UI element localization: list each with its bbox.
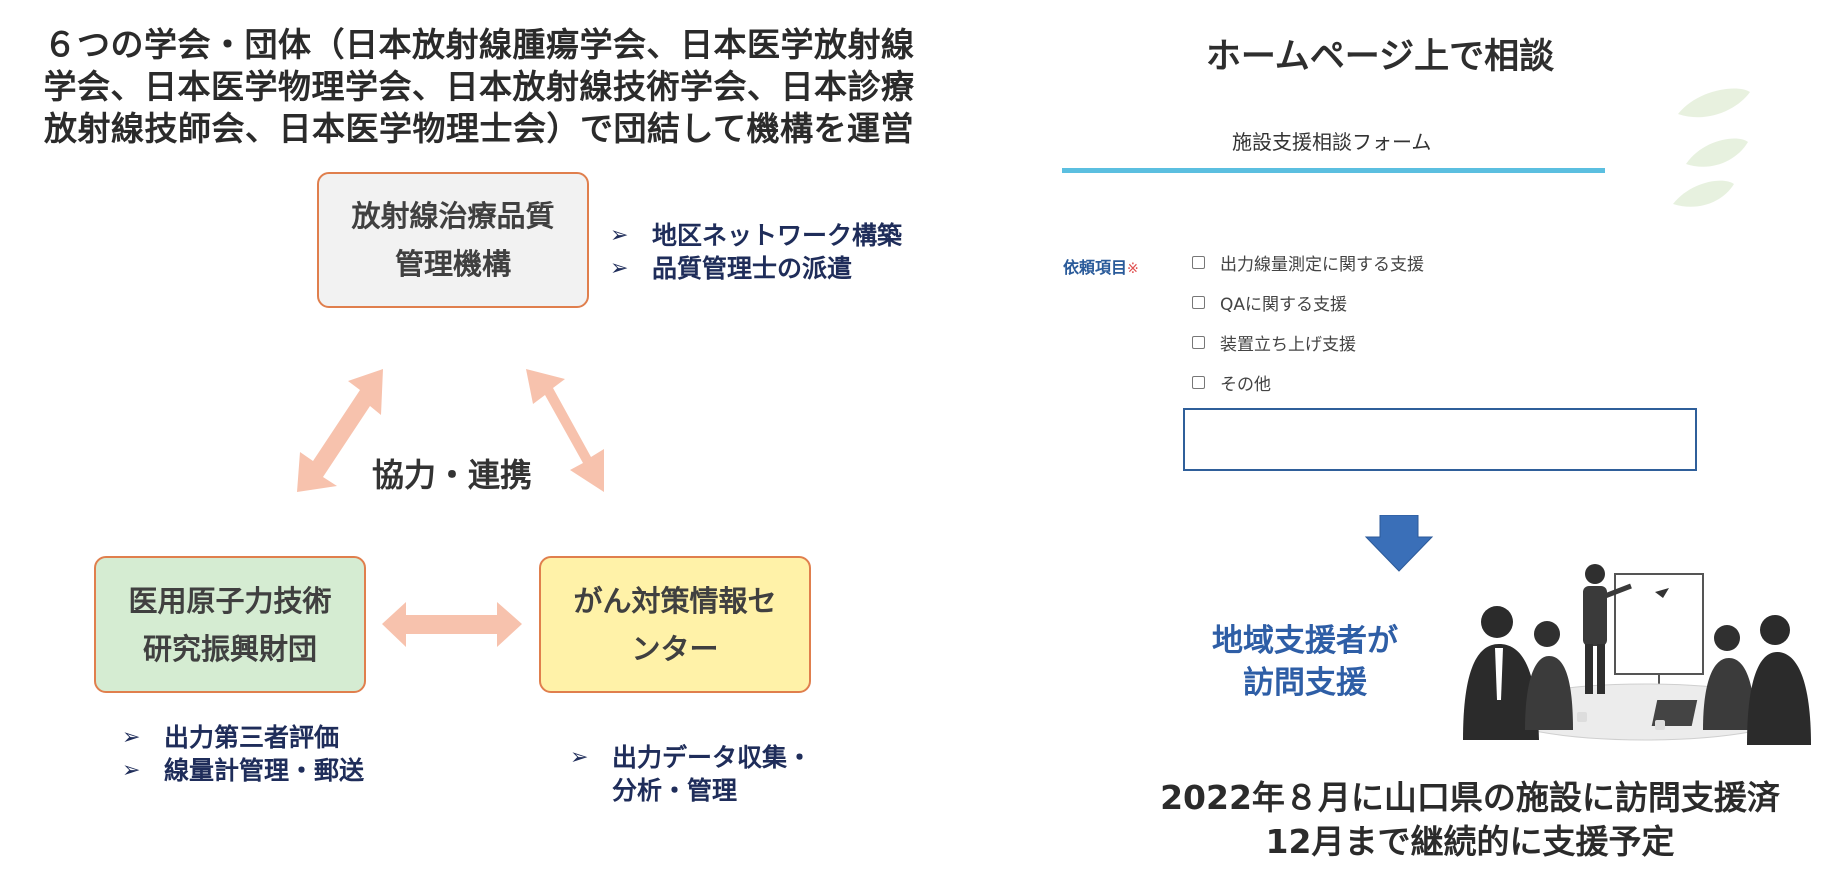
- org-name-line-1: がん対策情報セ: [573, 583, 777, 618]
- bullet-arrow-icon: ➢: [610, 256, 629, 281]
- visit-status-text: 2022年８月に山口県の施設に訪問支援済 12月まで継続的に支援予定: [1130, 776, 1810, 864]
- whiteboard-shape: [1614, 573, 1704, 675]
- request-items-label: 依頼項目※: [1063, 254, 1139, 278]
- role-text: 品質管理士の派遣: [652, 254, 853, 283]
- consult-title: ホームページ上で相談: [1205, 37, 1555, 77]
- option-label: QAに関する支援: [1220, 294, 1348, 315]
- role-text: 出力データ収集・: [612, 743, 813, 772]
- org-box-nuclear-foundation: 医用原子力技術 研究振興財団: [94, 556, 366, 693]
- role-text: 線量計管理・郵送: [164, 756, 365, 785]
- list-item: ➢ 出力第三者評価: [122, 721, 364, 754]
- role-text: 分析・管理: [612, 776, 738, 805]
- bullet-arrow-icon: ➢: [610, 223, 629, 248]
- checkbox[interactable]: [1192, 335, 1205, 349]
- headline: ６つの学会・団体（日本放射線腫瘍学会、日本医学放射線 学会、日本医学物理学会、日…: [14, 24, 944, 150]
- down-arrow-icon: [1364, 515, 1434, 572]
- bullet-arrow-icon: ➢: [570, 745, 589, 770]
- org-name-line-2: 管理機構: [394, 247, 511, 281]
- leaf-decoration: [1673, 88, 1750, 207]
- list-item: ➢ 地区ネットワーク構築: [610, 219, 902, 252]
- org-box-cancer-center: がん対策情報セ ンター: [539, 556, 811, 693]
- cancer-center-roles: ➢ 出力データ収集・ 分析・管理: [570, 741, 812, 807]
- role-text: 地区ネットワーク構築: [652, 221, 903, 250]
- option-device-setup[interactable]: 装置立ち上げ支援: [1192, 322, 1424, 362]
- status-line-1: 2022年８月に山口県の施設に訪問支援済: [1160, 778, 1780, 817]
- option-other[interactable]: その他: [1192, 362, 1424, 402]
- arrow-top-right-icon: [526, 369, 604, 492]
- option-label: その他: [1220, 374, 1271, 395]
- list-item: ➢ 品質管理士の派遣: [610, 252, 902, 285]
- nuclear-foundation-roles: ➢ 出力第三者評価 ➢ 線量計管理・郵送: [122, 721, 364, 787]
- status-line-2: 12月まで継続的に支援予定: [1265, 822, 1675, 861]
- list-item-continuation: 分析・管理: [570, 774, 812, 807]
- option-output-dose[interactable]: 出力線量測定に関する支援: [1192, 242, 1424, 282]
- request-options: 出力線量測定に関する支援 QAに関する支援 装置立ち上げ支援 その他: [1192, 242, 1424, 402]
- checkbox[interactable]: [1192, 295, 1205, 309]
- form-title-underline: [1062, 168, 1605, 173]
- checkbox[interactable]: [1192, 255, 1205, 269]
- org-name-line-1: 医用原子力技術: [128, 583, 332, 618]
- support-line-2: 訪問支援: [1243, 665, 1367, 701]
- field-label-text: 依頼項目: [1063, 258, 1128, 277]
- headline-line-2: 学会、日本医学物理学会、日本放射線技術学会、日本診療: [43, 67, 915, 106]
- org-name-line-2: ンター: [631, 631, 719, 666]
- org-name-line-2: 研究振興財団: [142, 631, 317, 666]
- org-box-qa-agency: 放射線治療品質 管理機構: [317, 172, 589, 308]
- arrow-horizontal-icon: [382, 602, 522, 647]
- qa-agency-roles: ➢ 地区ネットワーク構築 ➢ 品質管理士の派遣: [610, 219, 902, 285]
- arrow-top-left-icon: [297, 369, 383, 492]
- meeting-illustration: [1463, 564, 1811, 745]
- option-label: 出力線量測定に関する支援: [1220, 254, 1424, 275]
- org-name-line-1: 放射線治療品質: [351, 199, 555, 233]
- checkbox[interactable]: [1192, 375, 1205, 389]
- option-label: 装置立ち上げ支援: [1220, 334, 1356, 355]
- list-item: ➢ 線量計管理・郵送: [122, 754, 364, 787]
- other-text-input[interactable]: [1183, 408, 1697, 471]
- required-mark: ※: [1127, 261, 1139, 277]
- role-text: 出力第三者評価: [164, 723, 340, 752]
- list-item: ➢ 出力データ収集・: [570, 741, 812, 774]
- support-line-1: 地域支援者が: [1212, 623, 1398, 659]
- option-qa[interactable]: QAに関する支援: [1192, 282, 1424, 322]
- bullet-arrow-icon: ➢: [122, 725, 141, 750]
- form-title: 施設支援相談フォーム: [1232, 130, 1432, 154]
- headline-line-3: 放射線技師会、日本医学物理士会）で団結して機構を運営: [43, 109, 914, 148]
- cooperation-label: 協力・連携: [372, 456, 533, 494]
- bullet-arrow-icon: ➢: [122, 758, 141, 783]
- regional-support-text: 地域支援者が 訪問支援: [1185, 620, 1425, 704]
- headline-line-1: ６つの学会・団体（日本放射線腫瘍学会、日本医学放射線: [43, 25, 915, 64]
